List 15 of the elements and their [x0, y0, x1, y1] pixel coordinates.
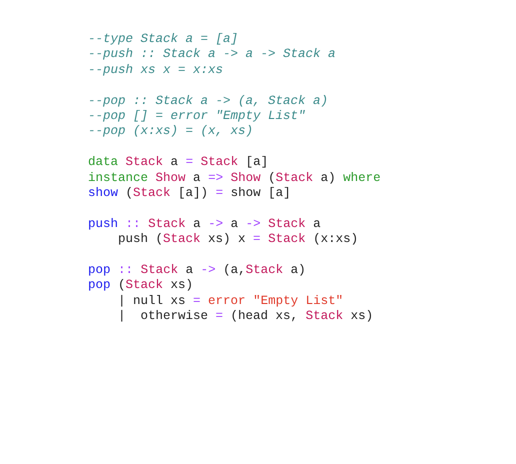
code-line: data Stack a = Stack [a]: [88, 155, 268, 170]
code-line: | null xs = error "Empty List": [118, 294, 344, 309]
code-line: instance Show a => Show (Stack a) where: [88, 170, 381, 186]
code-comment: --pop :: Stack a -> (a, Stack a): [88, 94, 328, 109]
code-line: pop :: Stack a -> (a,Stack a): [88, 263, 306, 278]
code-line: pop (Stack xs): [88, 278, 194, 294]
code-line: push :: Stack a -> a -> Stack a: [88, 216, 321, 232]
code-line: show (Stack [a]) = show [a]: [88, 186, 291, 201]
code-comment: --push :: Stack a -> a -> Stack a: [88, 47, 336, 62]
code-comment: --pop (x:xs) = (x, xs): [88, 124, 254, 140]
code-comment: --pop [] = error "Empty List": [88, 109, 306, 124]
code-comment: --type Stack a = [a]: [88, 32, 238, 47]
code-line: push (Stack xs) x = Stack (x:xs): [118, 232, 358, 248]
code-line: | otherwise = (head xs, Stack xs): [118, 309, 374, 324]
code-comment: --push xs x = x:xs: [88, 62, 224, 78]
